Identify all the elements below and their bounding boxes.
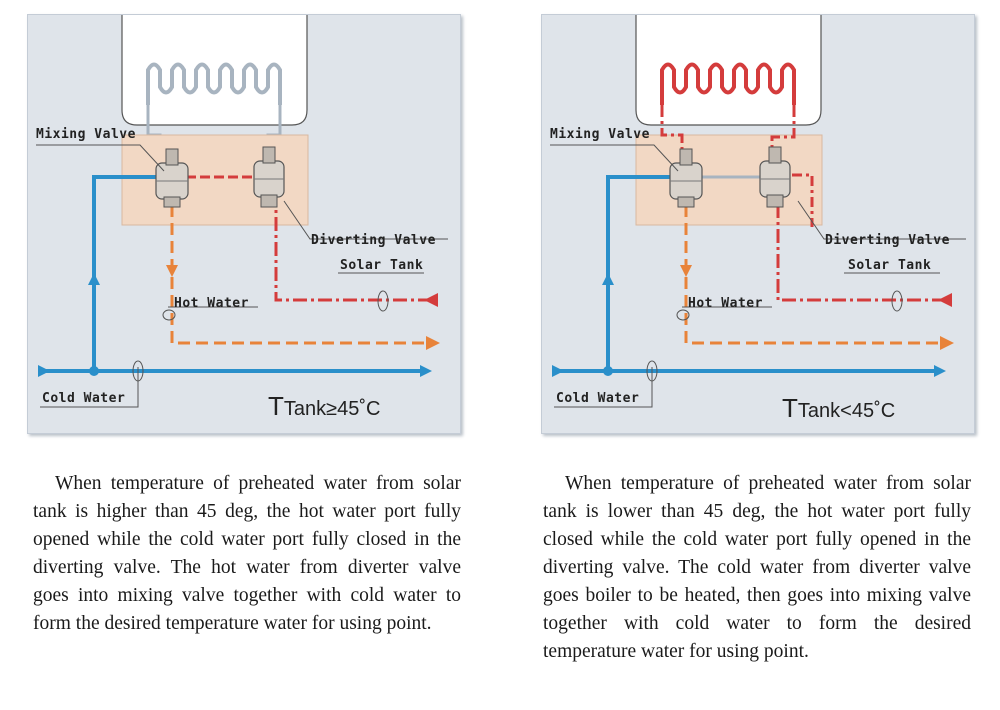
hot-water-sensor [676,309,690,321]
cold-inlet-arrow [38,365,50,377]
hot-water-sensor [162,309,176,321]
label-mixing-valve: Mixing Valve [550,127,650,142]
diagram-right-svg [550,15,966,408]
cold-riser-pipe [92,175,164,371]
cold-water-leader [40,367,139,408]
solar-tank-pipe [274,190,432,302]
solar-tank-sensor [891,290,903,312]
label-cold-water: Cold Water [42,391,126,406]
caption-right-text: When temperature of preheated water from… [543,473,971,662]
hot-water-pipe [170,205,428,345]
diverting-valve-leader [283,200,448,240]
boiler-inlet-pipe [770,105,796,160]
label-cold-water: Cold Water [556,391,640,406]
diverting-valve-icon [253,146,285,208]
cold-water-leader [554,367,653,408]
cold-riser-arrow [602,273,614,285]
caption-right: When temperature of preheated water from… [543,470,971,666]
cold-riser-arrow [88,273,100,285]
diagram-panel-left: Mixing Valve Diverting Valve Solar Tank … [27,14,461,434]
cold-outlet-arrow [420,365,432,377]
diverter-bypass-pipe [792,173,814,227]
hot-outlet-arrow [940,336,954,350]
diverting-valve-icon [759,146,791,208]
heating-coil [660,62,796,105]
cold-riser-pipe [606,175,678,371]
diverting-valve-leader [797,200,966,240]
solar-inflow-arrow [938,293,952,307]
solar-tank-sensor [377,290,389,312]
diagram-left-svg [36,15,448,408]
label-mixing-valve: Mixing Valve [36,127,136,142]
label-solar-tank: Solar Tank [340,258,424,273]
caption-left: When temperature of preheated water from… [33,470,461,638]
cold-water-sensor [132,360,144,382]
temperature-condition-right: TTank<45˚C [782,393,895,424]
hot-water-pipe [684,205,942,345]
solar-tank-pipe [776,197,946,302]
diagram-panel-right: Mixing Valve Diverting Valve Solar Tank … [541,14,975,434]
hot-down-arrow [680,265,692,277]
condition-text: Tank<45˚C [797,400,896,422]
label-hot-water: Hot Water [174,296,249,311]
cold-outlet-arrow [934,365,946,377]
mixing-valve-leader [550,144,679,172]
solar-inflow-arrow [424,293,438,307]
condition-text: Tank≥45˚C [283,398,381,420]
cold-water-sensor [646,360,658,382]
cold-inlet-arrow [552,365,564,377]
condition-t: T [782,393,798,423]
boiler-box [121,15,308,126]
condition-t: T [268,391,284,421]
hot-outlet-arrow [426,336,440,350]
mixing-valve-icon [669,148,703,208]
boiler-box [635,15,822,126]
mixing-valve-icon [155,148,189,208]
heating-coil [146,62,282,105]
valve-housing [635,134,823,226]
label-diverting-valve: Diverting Valve [825,233,950,248]
label-solar-tank: Solar Tank [848,258,932,273]
temperature-condition-left: TTank≥45˚C [268,391,380,422]
label-hot-water: Hot Water [688,296,763,311]
mixing-valve-leader [36,144,165,172]
hot-down-arrow [166,265,178,277]
label-diverting-valve: Diverting Valve [311,233,436,248]
caption-left-text: When temperature of preheated water from… [33,473,461,634]
